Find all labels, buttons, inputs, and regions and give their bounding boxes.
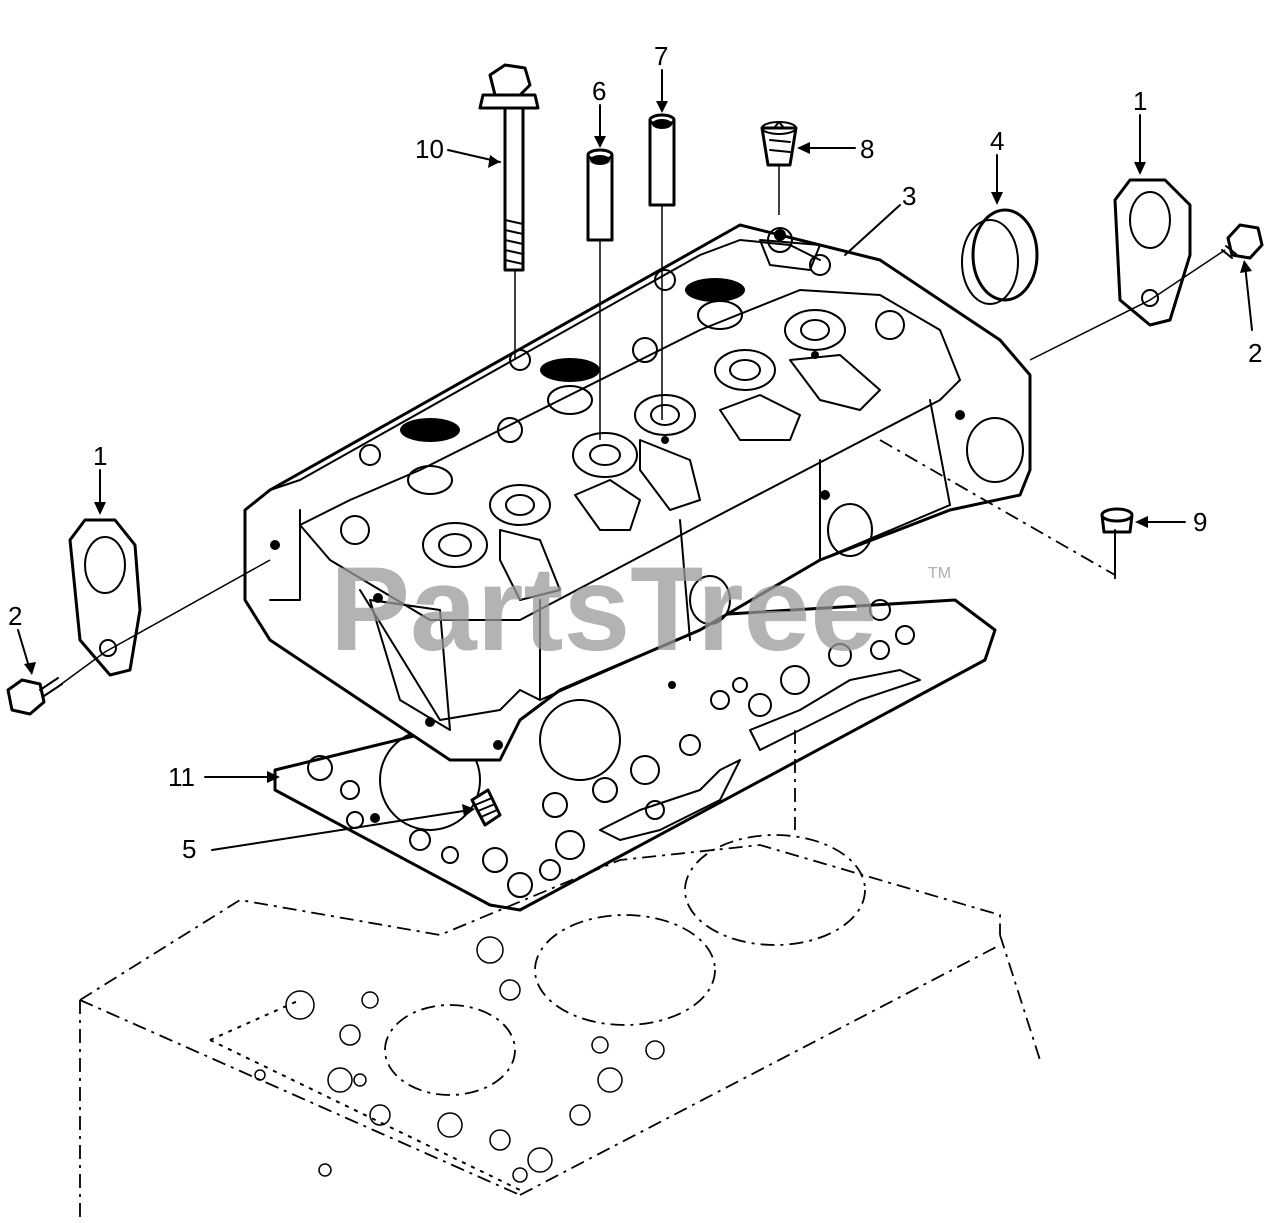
callout-1-right: 1 — [1133, 86, 1147, 116]
callout-6: 6 — [592, 76, 606, 106]
callout-4: 4 — [990, 126, 1004, 156]
callout-9: 9 — [1193, 507, 1207, 537]
callout-8: 8 — [860, 134, 874, 164]
cap-plug — [1100, 507, 1134, 534]
watermark-trademark: TM — [928, 565, 951, 582]
callout-10: 10 — [415, 134, 444, 164]
expansion-plug — [961, 208, 1039, 305]
stud — [470, 788, 502, 827]
callout-5: 5 — [182, 834, 196, 864]
callout-3: 3 — [902, 181, 916, 211]
bracket-bolt-right — [1221, 223, 1264, 260]
callout-7: 7 — [654, 41, 668, 71]
leader-lines — [17, 69, 1253, 851]
cylinder-head — [243, 223, 1032, 762]
callout-2-right: 2 — [1248, 338, 1262, 368]
head-bolt — [478, 63, 540, 272]
callout-1-left: 1 — [93, 441, 107, 471]
engine-block — [79, 834, 1041, 1223]
taper-plug — [760, 121, 798, 167]
lift-bracket-left — [68, 518, 142, 677]
watermark-text: PartsTree — [330, 542, 877, 676]
lift-bracket-right — [1113, 178, 1192, 327]
valve-guide-long — [648, 113, 676, 207]
valve-guide-short — [586, 148, 614, 242]
bracket-bolt-left — [6, 677, 63, 716]
assembly-lines — [59, 165, 1226, 830]
callout-11: 11 — [168, 762, 195, 792]
callout-2-left: 2 — [8, 601, 22, 631]
